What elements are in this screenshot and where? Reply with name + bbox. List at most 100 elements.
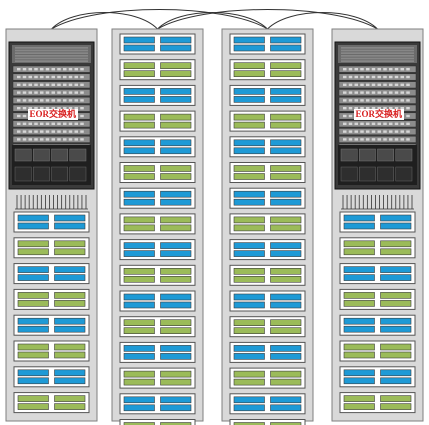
port bbox=[40, 75, 44, 79]
server-drive-bay bbox=[54, 266, 86, 273]
power-module bbox=[395, 148, 413, 162]
server-drive-bay bbox=[160, 147, 192, 155]
server-drive-bay bbox=[233, 198, 265, 206]
server-unit-blue bbox=[119, 187, 196, 209]
fan-module bbox=[359, 166, 376, 182]
vent-line bbox=[15, 48, 88, 50]
server-drive-bay bbox=[380, 377, 412, 385]
server-unit-green bbox=[119, 419, 196, 425]
port bbox=[34, 83, 38, 86]
port bbox=[389, 122, 393, 125]
server-drive-bay bbox=[160, 224, 192, 232]
port bbox=[57, 75, 61, 79]
power-module bbox=[359, 148, 376, 162]
rack-1 bbox=[5, 28, 98, 422]
server-drive-bay bbox=[160, 165, 192, 172]
server-drive-bay bbox=[17, 317, 49, 325]
server-drive-bay bbox=[233, 301, 265, 309]
server-drive-bay bbox=[380, 369, 412, 377]
port bbox=[74, 138, 78, 141]
server-drive-bay bbox=[123, 345, 155, 352]
port bbox=[394, 99, 399, 102]
port bbox=[34, 107, 38, 110]
port bbox=[348, 83, 353, 86]
vent-line bbox=[15, 51, 88, 53]
racks-group bbox=[5, 28, 424, 425]
port bbox=[74, 83, 78, 86]
port bbox=[348, 114, 353, 118]
port bbox=[406, 83, 410, 86]
server-drive-bay bbox=[270, 88, 302, 95]
port bbox=[22, 138, 27, 141]
vent-line bbox=[15, 56, 88, 58]
port bbox=[22, 122, 27, 125]
server-drive-bay bbox=[270, 190, 302, 198]
server-drive-bay bbox=[17, 222, 49, 230]
server-drive-bay bbox=[380, 222, 412, 230]
port bbox=[377, 75, 381, 79]
port bbox=[34, 75, 38, 79]
server-drive-bay bbox=[270, 267, 302, 275]
server-drive-bay bbox=[17, 403, 49, 410]
server-unit-blue bbox=[229, 136, 306, 158]
port bbox=[406, 138, 410, 141]
server-drive-bay bbox=[380, 351, 412, 359]
port bbox=[45, 107, 50, 110]
server-drive-bay bbox=[233, 190, 265, 198]
port bbox=[406, 122, 410, 125]
eor-switch-chassis bbox=[8, 41, 95, 190]
server-drive-bay bbox=[160, 62, 192, 70]
server-drive-bay bbox=[160, 404, 192, 412]
server-drive-bay bbox=[54, 343, 86, 351]
server-unit-blue bbox=[229, 393, 306, 415]
port bbox=[400, 130, 404, 133]
port bbox=[354, 122, 358, 125]
port bbox=[57, 122, 61, 125]
vent-line bbox=[15, 47, 88, 48]
server-drive-bay bbox=[17, 343, 49, 351]
port bbox=[394, 91, 399, 94]
port bbox=[343, 138, 347, 141]
server-drive-bay bbox=[270, 404, 302, 412]
port bbox=[63, 122, 67, 125]
server-drive-bay bbox=[17, 351, 49, 359]
server-drive-bay bbox=[233, 422, 265, 425]
server-drive-bay bbox=[233, 345, 265, 352]
interconnect-cables bbox=[51, 9, 378, 30]
port bbox=[63, 130, 67, 133]
port bbox=[68, 99, 73, 102]
server-drive-bay bbox=[123, 378, 155, 386]
server-drive-bay bbox=[380, 317, 412, 325]
server-drive-bay bbox=[17, 300, 49, 307]
port bbox=[348, 68, 353, 71]
port bbox=[28, 107, 32, 110]
port bbox=[354, 91, 358, 94]
port bbox=[371, 99, 376, 102]
port bbox=[28, 75, 32, 79]
server-drive-bay bbox=[343, 377, 375, 385]
server-drive-bay bbox=[123, 139, 155, 147]
port bbox=[45, 130, 50, 133]
port bbox=[400, 91, 404, 94]
port bbox=[28, 83, 32, 86]
server-drive-bay bbox=[54, 292, 86, 299]
server-drive-bay bbox=[233, 267, 265, 275]
port bbox=[383, 91, 387, 94]
port bbox=[400, 138, 404, 141]
server-unit-blue bbox=[229, 187, 306, 209]
server-drive-bay bbox=[54, 222, 86, 230]
rack-3 bbox=[221, 28, 314, 425]
server-drive-bay bbox=[160, 353, 192, 360]
server-drive-bay bbox=[17, 248, 49, 256]
server-drive-bay bbox=[123, 198, 155, 206]
server-drive-bay bbox=[380, 325, 412, 333]
server-unit-green bbox=[119, 162, 196, 183]
server-drive-bay bbox=[160, 242, 192, 249]
server-drive-bay bbox=[54, 377, 86, 385]
server-drive-bay bbox=[270, 370, 302, 378]
server-drive-bay bbox=[343, 266, 375, 273]
port bbox=[354, 68, 358, 71]
port bbox=[34, 122, 38, 125]
server-drive-bay bbox=[233, 36, 265, 44]
fan-module bbox=[377, 166, 394, 182]
